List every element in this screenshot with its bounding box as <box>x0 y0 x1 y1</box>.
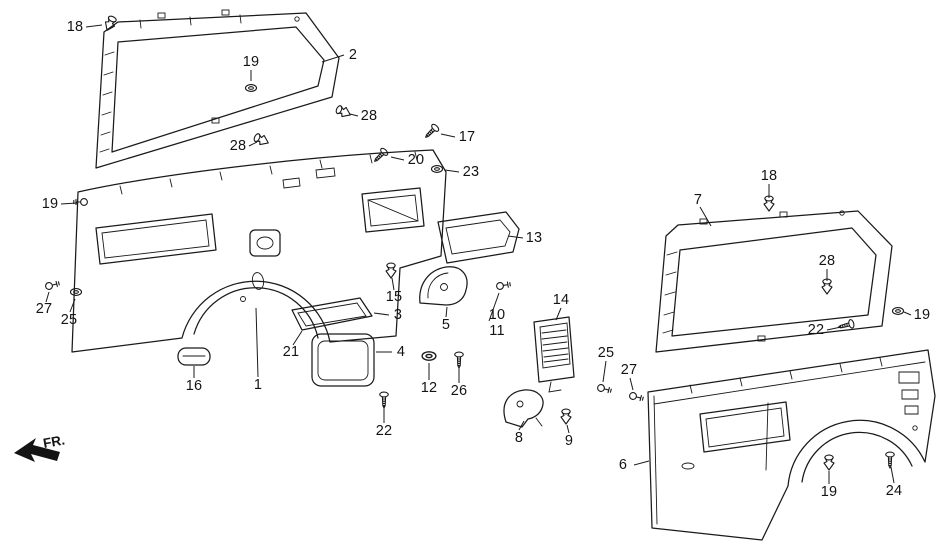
luggage-tray <box>291 297 373 331</box>
vent-grille-14 <box>533 316 575 393</box>
part-24-screw <box>885 451 895 469</box>
part-20-screw <box>371 146 390 165</box>
part-22-screw <box>379 391 389 409</box>
cap-part-16 <box>177 347 211 366</box>
part-15-clip <box>385 262 397 279</box>
part-25-rivet <box>596 383 613 395</box>
part-25-grommet <box>69 288 83 296</box>
fr-label: FR. <box>42 432 66 451</box>
part-19-clip <box>823 454 835 471</box>
right-window-garnish <box>655 210 893 353</box>
part-27-rivet <box>44 279 61 291</box>
fasteners <box>44 14 905 471</box>
part-19-grommet <box>891 307 905 315</box>
pocket-bin <box>311 333 375 387</box>
part-28-clip <box>821 278 833 295</box>
part-9-clip <box>560 408 572 425</box>
part-18-clip <box>763 195 775 212</box>
left-window-garnish <box>95 9 340 169</box>
part-10-11-clip <box>495 280 512 291</box>
bracket-8 <box>503 389 544 428</box>
part-17-screw <box>422 122 441 141</box>
fr-arrow-icon <box>14 438 60 462</box>
part-12-plug <box>421 351 437 361</box>
part-28-clip <box>334 103 354 121</box>
part-26-screw <box>454 351 464 369</box>
corner-cover-5 <box>419 266 468 306</box>
left-quarter-panel-lining <box>71 149 447 353</box>
part-19-grommet <box>244 84 258 92</box>
fr-direction-indicator: FR. <box>14 432 66 462</box>
leader-lines <box>45 24 912 484</box>
right-quarter-panel-lining <box>647 349 936 541</box>
part-19-clip <box>73 198 88 206</box>
part-23-grommet <box>430 165 444 173</box>
part-28-clip <box>252 131 272 149</box>
part-27-rivet <box>628 391 645 403</box>
side-trim-panel-13 <box>437 211 520 264</box>
